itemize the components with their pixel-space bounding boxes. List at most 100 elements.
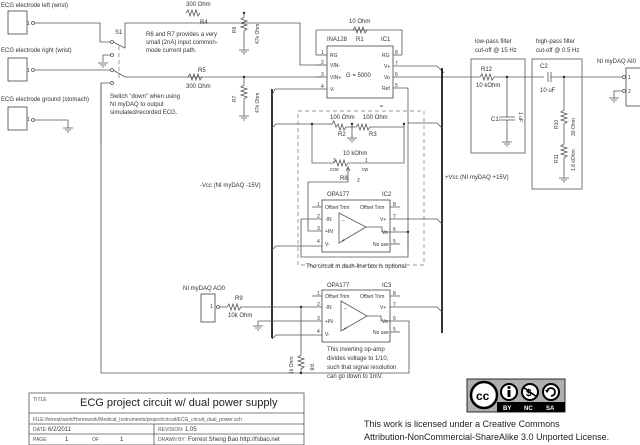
resistor-r12-name: R12 [481,67,493,73]
wire [457,72,544,82]
capacitor-c1-value: 1 uF [517,112,523,122]
cc-icon: cc [469,380,499,410]
resistor-r11-name: R11 [554,154,560,163]
title-label: TITLE [33,397,47,403]
pin-name: V- [325,242,330,248]
opamp-minus: − [344,306,347,312]
resistor-r5: R5 300 Ohm [186,68,211,90]
resistor-r1-name: R1 [356,37,364,43]
switch-s1-label: S1 [115,30,123,36]
pin-name: V- [330,87,335,93]
wire [112,69,322,78]
pin-num: 2 [321,60,324,66]
ic1-pin-6: 6Vo [384,72,457,81]
pin-name: -IN [325,305,332,311]
resistor-r7: R7 47k Ohm [232,75,261,121]
resistor-r10-name: R10 [554,120,560,129]
pin-circle [31,68,35,72]
resistor-r6: R6 47k Ohm [232,11,261,55]
svg-text:$: $ [526,388,532,399]
resistor-r2-name: R2 [338,132,346,138]
title-block-frame [28,392,305,445]
ground-icon [502,141,512,147]
pin-name: Vo [384,75,390,81]
ground-icon [239,49,249,55]
wire [311,124,405,168]
pin-circle [31,118,35,122]
resistor-zigzag [187,72,203,82]
capacitor-c2-name: C2 [540,64,548,70]
connector-ground: ECG electrode ground (stomach) 1 [1,97,89,133]
pot-ccw-label: ccw [330,167,339,173]
file-label: FILE: [33,417,45,423]
capacitor-c2-value: 10 uF [540,88,556,94]
resistor-r2-r3: 100 Ohm 100 Ohm R2 R3 [310,115,406,143]
pin-num: 3 [317,226,320,232]
pin-name: VIN+ [330,75,341,81]
resistor-r7-value: 47k Ohm [255,93,261,113]
high-pass-note: high-pass filter [536,39,575,45]
title-block: TITLE ECG project circuit w/ dual power … [28,392,305,445]
opamp-plus: + [344,326,347,332]
ic3-pin-6: 6Vo [100,83,410,374]
pin-name: Offset Trim [360,294,384,300]
ic1-gain: G = 5000 [346,73,372,79]
sa-label: SA [546,406,555,412]
ic3-pin-7: 7V+ [380,302,412,311]
pin-num: 5 [395,83,398,89]
pin-num: 7 [393,302,396,308]
common-mode-note: R6 and R7 provides a very [146,32,217,38]
resistor-r3-value: 100 Ohm [363,115,388,121]
connector-ao0: NI myDAQ AO0 1 [183,286,226,323]
license-text-line2[interactable]: Attribution-NonCommercial-ShareAlike 3.0… [364,432,609,442]
ic2-pin-2: 2-IN [301,214,332,223]
ic2-pin-3: 3+IN [317,226,333,235]
wire [219,302,322,312]
ground-icon [253,325,263,331]
ic3-part: OPA177 [327,283,350,289]
pin-num: 4 [321,84,324,90]
ic2-body [321,199,391,253]
attribution-icon [500,383,518,401]
connector-ai0-label: NI myDAQ AI0 [597,59,637,65]
ic1-body [326,45,394,99]
pin-num: 7 [395,61,398,67]
pin-num: 1 [321,50,324,56]
resistor-r7-name: R7 [232,95,238,102]
resistor-zigzag [239,13,249,50]
connector-right-wrist-pin: 1 [27,68,30,74]
resistor-r4: 300 Ohm R4 [185,2,211,26]
resistor-zigzag [352,25,368,35]
pin-num: 6 [393,316,396,322]
connector-ai0-body [625,67,640,107]
resistor-r10-value: 30 Ohm [571,118,577,136]
pin-num: 2 [357,178,360,184]
ic1-pin-8: 8RG [382,50,402,59]
common-mode-note: small (2nA) input common- [146,40,218,46]
pin-name: Ref [382,86,390,92]
pos-vcc-rail: +Vcc (NI myDAQ +15V) [408,68,509,333]
switch-note-line: NI myDAQ to output [110,102,164,108]
pin-name: Vo [382,230,388,236]
ground-icon [63,127,73,133]
pin-num: 7 [393,214,396,220]
pin-name: -IN [325,217,332,223]
pin-num: 6 [393,227,396,233]
pin-num: 3 [317,316,320,322]
resistor-zigzag [559,77,569,178]
wire [112,22,322,66]
connector-right-wrist: ECG electrode right (wrist) 1 [1,48,72,82]
cc-license-badge[interactable]: cc $ BY NC SA [466,378,566,413]
opamp-minus: − [342,218,345,224]
resistor-r5-value: 300 Ohm [186,84,211,90]
pin-num: 8 [393,291,396,297]
pin-name: Vo [382,319,388,325]
resistor-r3-name: R3 [369,132,377,138]
pin-name: Offset Trim [325,294,349,300]
of-label: OF [92,437,99,443]
